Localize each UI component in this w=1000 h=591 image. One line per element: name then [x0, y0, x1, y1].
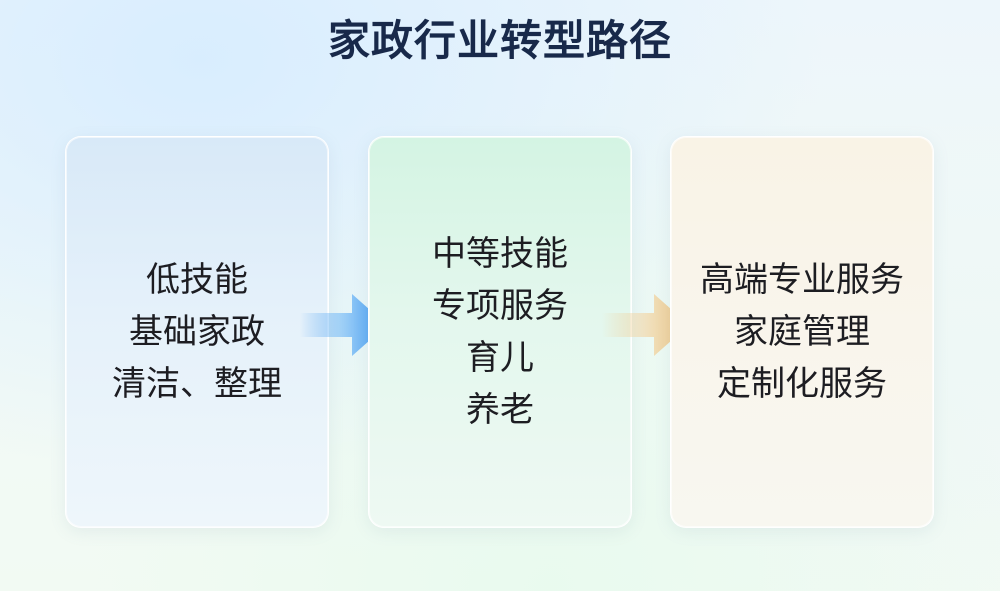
- arrow-right-icon: [300, 294, 387, 356]
- stage-line: 基础家政: [129, 312, 265, 352]
- stage-line: 专项服务: [432, 286, 568, 326]
- stage-line: 育儿: [466, 338, 534, 378]
- stage-card-high-end: 高端专业服务 家庭管理 定制化服务: [670, 136, 934, 528]
- stage-line: 清洁、整理: [112, 364, 282, 404]
- stage-line: 养老: [466, 390, 534, 430]
- stage-lines: 低技能 基础家政 清洁、整理: [112, 254, 282, 410]
- stage-card-low-skill: 低技能 基础家政 清洁、整理: [65, 136, 329, 528]
- stage-line: 低技能: [146, 260, 248, 300]
- stage-line: 家庭管理: [734, 312, 870, 352]
- stage-lines: 中等技能 专项服务 育儿 养老: [432, 228, 568, 436]
- diagram-title: 家政行业转型路径: [327, 16, 672, 65]
- stage-line: 定制化服务: [717, 364, 887, 404]
- arrow-right-icon: [602, 294, 689, 356]
- stage-line: 中等技能: [432, 234, 568, 274]
- stage-card-mid-skill: 中等技能 专项服务 育儿 养老: [368, 136, 632, 528]
- stage-lines: 高端专业服务 家庭管理 定制化服务: [700, 254, 904, 410]
- stage-line: 高端专业服务: [700, 260, 904, 300]
